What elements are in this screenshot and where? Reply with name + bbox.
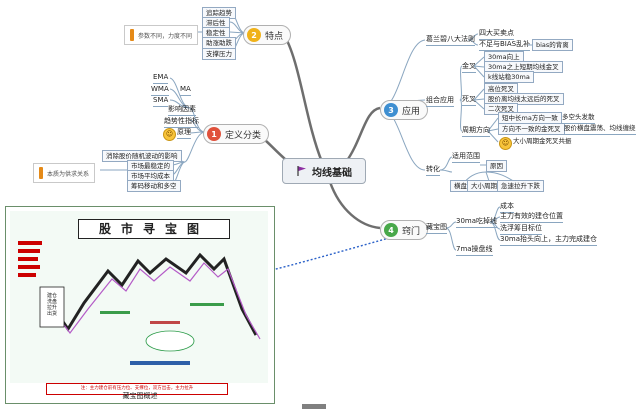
topic-points-label: 特点 <box>265 31 284 42</box>
dead-item[interactable]: 股价离均线太远后的死叉 <box>484 93 564 105</box>
points-note[interactable]: 参数不同，力度不同 <box>124 25 199 45</box>
trend-extra[interactable]: 多空头发散 <box>562 112 595 124</box>
points-item[interactable]: 稳定性 <box>202 27 230 39</box>
trend-item[interactable]: 方向不一致的金死叉 <box>498 123 565 135</box>
definition-note[interactable]: 本质为供求关系 <box>33 163 96 183</box>
transform-item[interactable]: 大小周期 <box>467 180 501 192</box>
transform-label[interactable]: 转化 <box>426 164 440 176</box>
topic-definition[interactable]: 1 定义分类 <box>203 124 270 144</box>
warning-icon <box>130 29 134 41</box>
trend-direction-label[interactable]: 周期方向 <box>462 125 490 137</box>
definition-note-text: 本质为供求关系 <box>47 170 90 178</box>
ma30-item[interactable]: 30ma抬头向上，主力完成建仓 <box>500 234 598 246</box>
map-label[interactable]: 藏宝图 <box>426 222 447 234</box>
treasure-map-caption: 藏宝图概述 <box>122 392 158 400</box>
side-text: 出货 <box>46 311 57 317</box>
treasure-map-image[interactable]: 股市寻宝图 建仓 <box>5 206 275 404</box>
branch-to-tricks <box>328 181 381 230</box>
topic-application[interactable]: 3 应用 <box>380 100 429 120</box>
trend-item[interactable]: 大小周期金死叉共振 <box>513 137 572 145</box>
golden-item[interactable]: k线站稳30ma <box>484 71 534 83</box>
side-text: 拉升 <box>46 305 57 311</box>
warning-icon <box>39 167 43 179</box>
map-link <box>271 227 427 271</box>
transform-principle[interactable]: 原因 <box>486 160 507 172</box>
ma30-item[interactable]: 洗浮筹目标位 <box>500 223 542 235</box>
central-title: 均线基础 <box>312 167 352 179</box>
topic-application-label: 应用 <box>402 106 421 117</box>
indicator-label[interactable]: 趋势性指标 <box>164 116 199 128</box>
treasure-map-title: 股市寻宝图 <box>78 219 230 239</box>
horizontal-scrollbar[interactable] <box>302 404 326 409</box>
principle-label[interactable]: 原理 <box>177 127 191 139</box>
side-text: 建仓 <box>46 293 57 299</box>
bias-divergence[interactable]: bias的背离 <box>532 39 573 51</box>
topic-tricks[interactable]: 4 窍门 <box>380 220 429 240</box>
smiley-icon: ☺ <box>499 137 512 150</box>
central-topic[interactable]: 均线基础 <box>282 158 366 184</box>
dead-cross-label[interactable]: 死叉 <box>462 94 476 106</box>
granville-item[interactable]: 四大买卖点 <box>479 28 514 40</box>
branch-to-points <box>281 32 324 163</box>
principle-item[interactable]: 筹码移动和多空 <box>127 180 181 192</box>
treasure-map-chart: 股市寻宝图 建仓 <box>10 211 268 383</box>
type-ema[interactable]: EMA <box>153 72 169 84</box>
topic-points[interactable]: 2 特点 <box>243 25 292 45</box>
scope-label[interactable]: 适用范围 <box>452 151 480 163</box>
topic-definition-label: 定义分类 <box>225 130 262 141</box>
flag-icon <box>297 166 306 176</box>
combo-label[interactable]: 组合应用 <box>426 95 454 107</box>
smiley-icon: ☺ <box>163 128 176 141</box>
factor-label[interactable]: 影响因素 <box>168 104 196 116</box>
golden-cross-label[interactable]: 金叉 <box>462 61 476 73</box>
side-text: 洗盘 <box>46 299 57 305</box>
ma7-label[interactable]: 7ma操盘线 <box>456 244 493 256</box>
number-badge-3: 3 <box>384 103 398 117</box>
golden-item[interactable]: 30ma之上短期均线金叉 <box>484 61 563 73</box>
type-sma[interactable]: SMA <box>153 95 169 107</box>
points-item[interactable]: 支撑压力 <box>202 48 236 60</box>
type-wma[interactable]: WMA <box>151 84 169 96</box>
branch-to-application <box>344 106 381 163</box>
ma30-item[interactable]: 成本 <box>500 201 514 213</box>
transform-item[interactable]: 急速拉升下跌 <box>497 180 544 192</box>
treasure-map-drawing <box>18 241 261 365</box>
number-badge-2: 2 <box>247 28 261 42</box>
ma30-item[interactable]: 主力有效的建仓位置 <box>500 211 563 223</box>
topic-tricks-label: 窍门 <box>402 226 421 237</box>
points-note-text: 参数不同，力度不同 <box>138 32 193 40</box>
type-ma[interactable]: MA <box>180 84 191 96</box>
number-badge-1: 1 <box>207 127 221 141</box>
granville-item[interactable]: 不足与BIAS乱补 <box>479 39 531 51</box>
treasure-map-footer: 注：主力建仓前有压力位、支撑位，双方出击，主力拉升 <box>46 383 228 395</box>
granville-label[interactable]: 葛兰碧八大法则 <box>426 34 475 46</box>
number-badge-4: 4 <box>384 223 398 237</box>
trend-extra[interactable]: 股价横盘震荡、均线缠绕 <box>564 123 636 135</box>
ma30-label[interactable]: 30ma吃掉线 <box>456 216 498 228</box>
